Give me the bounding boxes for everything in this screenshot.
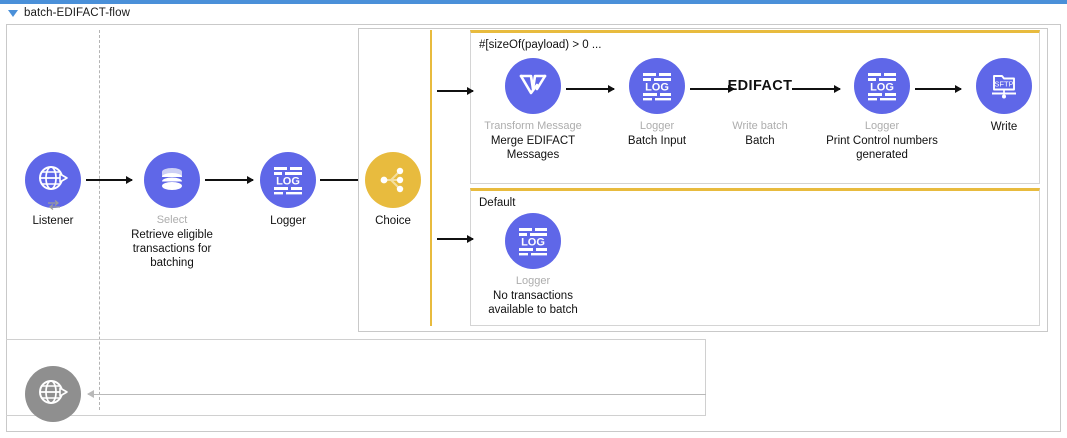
branch-box-default: Default [470, 188, 1040, 326]
log-icon: LOG [629, 58, 685, 114]
http-globe-icon [25, 152, 81, 210]
log-icon: LOG [505, 213, 561, 269]
node-label-logger-default: No transactions available to batch [488, 290, 578, 316]
node-listener[interactable]: Listener [0, 152, 109, 228]
source-lane-divider [99, 30, 100, 410]
choice-spine [430, 30, 432, 326]
node-response[interactable] [0, 366, 109, 428]
flow-title: batch-EDIFACT-flow [24, 7, 130, 19]
node-label-select: Retrieve eligible transactions for batch… [131, 229, 213, 269]
triangle-down-icon[interactable] [8, 9, 18, 17]
log-icon: LOG [854, 58, 910, 114]
log-icon: LOG [260, 152, 316, 208]
node-label-choice: Choice [375, 215, 411, 227]
node-type-write-batch: Write batch [732, 120, 788, 132]
node-label-logger-print-control: Print Control numbers generated [826, 135, 938, 161]
node-label-transform: Merge EDIFACT Messages [490, 135, 576, 161]
http-globe-icon-gray [25, 366, 81, 422]
node-label-logger-main: Logger [270, 215, 306, 227]
branch-default-label: Default [479, 197, 516, 209]
svg-text:LOG: LOG [521, 237, 545, 249]
branch-box-condition: #[sizeOf(payload) > 0 ... [470, 30, 1040, 184]
arrow-logger-to-write [915, 85, 962, 93]
node-type-select: Select [156, 214, 188, 226]
node-write-batch[interactable]: EDIFACT Write batch Batch [704, 58, 816, 148]
node-type-logger-batch-input: Logger [639, 120, 675, 132]
node-type-logger-print-control: Logger [864, 120, 900, 132]
response-frame [6, 339, 706, 416]
sftp-write-icon: SFTP [976, 58, 1032, 114]
node-label-write-batch: Batch [745, 135, 775, 147]
arrow-listener-to-select [86, 176, 133, 184]
node-logger-batch-input[interactable]: LOG Logger Batch Input [601, 58, 713, 148]
svg-text:LOG: LOG [870, 82, 894, 94]
svg-text:LOG: LOG [276, 176, 300, 188]
node-type-transform: Transform Message [484, 120, 582, 132]
svg-text:SFTP: SFTP [994, 80, 1013, 89]
arrow-logger-to-edifact [690, 85, 735, 93]
flow-header[interactable]: batch-EDIFACT-flow [0, 4, 1067, 22]
node-transform-message[interactable]: Transform Message Merge EDIFACT Messages [477, 58, 589, 162]
node-sftp-write[interactable]: SFTP Write [948, 58, 1060, 134]
node-choice[interactable]: Choice [337, 152, 449, 228]
arrow-transform-to-logger [566, 85, 615, 93]
arrow-edifact-to-logger [792, 85, 841, 93]
node-label-listener: Listener [32, 215, 74, 227]
database-icon [144, 152, 200, 208]
edifact-text-icon: EDIFACT [727, 78, 793, 94]
response-return-arrow [87, 390, 706, 398]
svg-text:LOG: LOG [645, 82, 669, 94]
arrow-select-to-logger [205, 176, 254, 184]
branch-condition-label: #[sizeOf(payload) > 0 ... [479, 39, 602, 51]
arrow-choice-to-branch1 [437, 87, 474, 95]
transform-message-icon [505, 58, 561, 114]
node-label-logger-batch-input: Batch Input [627, 135, 687, 147]
window-accent-bar [0, 0, 1067, 4]
node-logger-main[interactable]: LOG Logger [232, 152, 344, 228]
node-logger-default[interactable]: LOG Logger No transactions available to … [477, 213, 589, 317]
choice-branch-icon [365, 152, 421, 208]
node-label-sftp-write: Write [990, 121, 1018, 133]
node-select[interactable]: Select Retrieve eligible transactions fo… [116, 152, 228, 270]
node-type-logger-default: Logger [515, 275, 551, 287]
node-logger-print-control[interactable]: LOG Logger Print Control numbers generat… [826, 58, 938, 162]
arrow-choice-to-branch2 [437, 235, 474, 243]
